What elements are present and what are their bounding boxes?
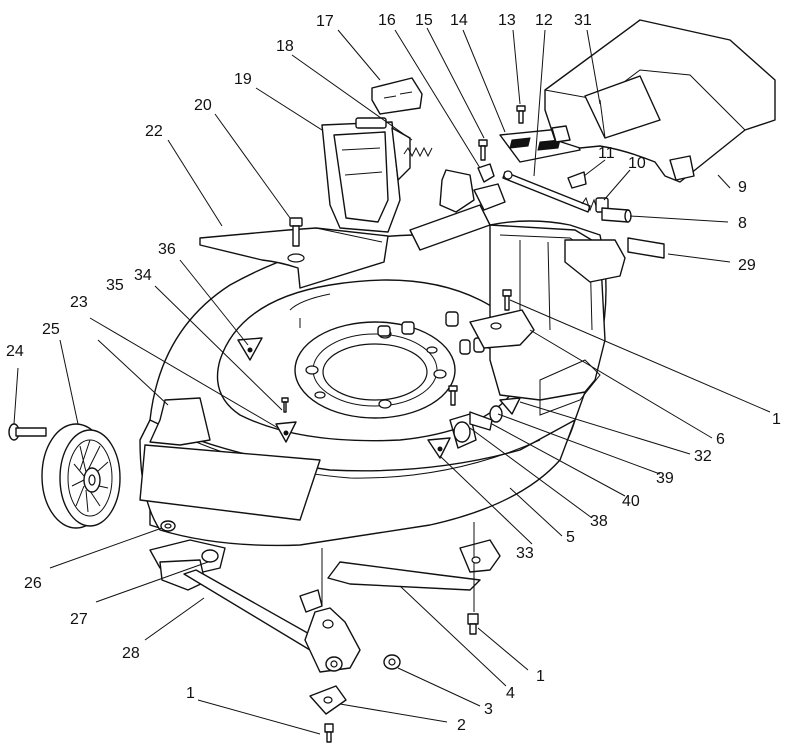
chute-handle bbox=[371, 77, 423, 115]
nut-39 bbox=[489, 405, 503, 423]
front-wheel bbox=[41, 423, 121, 529]
rear-arm-4 bbox=[299, 548, 481, 613]
callout-17: 17 bbox=[316, 13, 334, 30]
callout-24: 24 bbox=[6, 343, 24, 360]
callout-40: 40 bbox=[622, 493, 640, 510]
screw-34 bbox=[281, 397, 289, 413]
screw-1-mid bbox=[448, 385, 458, 406]
callout-29: 29 bbox=[738, 257, 756, 274]
leader-lines bbox=[13, 27, 771, 735]
screw-1-bottom bbox=[324, 723, 334, 743]
pivot-bracket-3 bbox=[304, 607, 361, 673]
plate-2 bbox=[309, 685, 347, 715]
callout-20: 20 bbox=[194, 97, 212, 114]
warning-labels bbox=[237, 337, 451, 459]
callout-18: 18 bbox=[276, 38, 294, 55]
callout-6: 6 bbox=[716, 431, 725, 448]
axle-rod bbox=[502, 170, 591, 213]
callout-22: 22 bbox=[145, 123, 163, 140]
nut-3 bbox=[383, 654, 401, 670]
axle-bolt-24 bbox=[8, 423, 47, 441]
callout-10: 10 bbox=[628, 155, 646, 172]
callout-8: 8 bbox=[738, 215, 747, 232]
callout-1-b: 1 bbox=[536, 668, 545, 685]
callout-16: 16 bbox=[378, 12, 396, 29]
rear-cover bbox=[544, 19, 776, 183]
callout-23: 23 bbox=[70, 294, 88, 311]
chute-spring bbox=[403, 146, 433, 158]
callout-28: 28 bbox=[122, 645, 140, 662]
callout-25: 25 bbox=[42, 321, 60, 338]
callout-9: 9 bbox=[738, 179, 747, 196]
bracket-6 bbox=[469, 309, 535, 349]
callout-19: 19 bbox=[234, 71, 252, 88]
knob-16 bbox=[477, 163, 495, 183]
callout-12: 12 bbox=[535, 12, 553, 29]
bolt-20 bbox=[289, 217, 303, 247]
nut-26 bbox=[160, 520, 176, 532]
callout-35: 35 bbox=[106, 277, 124, 294]
deflector-plate bbox=[199, 227, 389, 289]
callout-1-a: 1 bbox=[772, 411, 781, 428]
callout-27: 27 bbox=[70, 611, 88, 628]
callout-1-c: 1 bbox=[186, 685, 195, 702]
callout-5: 5 bbox=[566, 529, 575, 546]
clip-11 bbox=[567, 171, 587, 189]
washer-40 bbox=[469, 411, 493, 431]
bolt-1-rear bbox=[502, 289, 512, 311]
callout-4: 4 bbox=[506, 685, 515, 702]
bushing-8 bbox=[601, 207, 632, 223]
discharge-chute bbox=[321, 117, 411, 233]
callout-38: 38 bbox=[590, 513, 608, 530]
front-bumper bbox=[139, 397, 321, 521]
callout-14: 14 bbox=[450, 12, 468, 29]
rear-bracket bbox=[459, 522, 501, 635]
callout-32: 32 bbox=[694, 448, 712, 465]
callout-3: 3 bbox=[484, 701, 493, 718]
callout-34: 34 bbox=[134, 267, 152, 284]
screw-13 bbox=[516, 105, 526, 124]
callout-33: 33 bbox=[516, 545, 534, 562]
callout-39: 39 bbox=[656, 470, 674, 487]
label-32 bbox=[499, 397, 521, 415]
callout-2: 2 bbox=[457, 717, 466, 734]
grip-29 bbox=[627, 237, 665, 259]
callout-36: 36 bbox=[158, 241, 176, 258]
callout-31: 31 bbox=[574, 12, 592, 29]
callout-11: 11 bbox=[598, 145, 615, 162]
callout-labels: 17 16 15 14 13 12 31 18 19 20 22 11 10 9… bbox=[6, 12, 781, 734]
rear-axle-rod bbox=[183, 569, 321, 651]
callout-15: 15 bbox=[415, 12, 433, 29]
callout-13: 13 bbox=[498, 12, 516, 29]
bolt-15 bbox=[478, 139, 488, 161]
callout-26: 26 bbox=[24, 575, 42, 592]
